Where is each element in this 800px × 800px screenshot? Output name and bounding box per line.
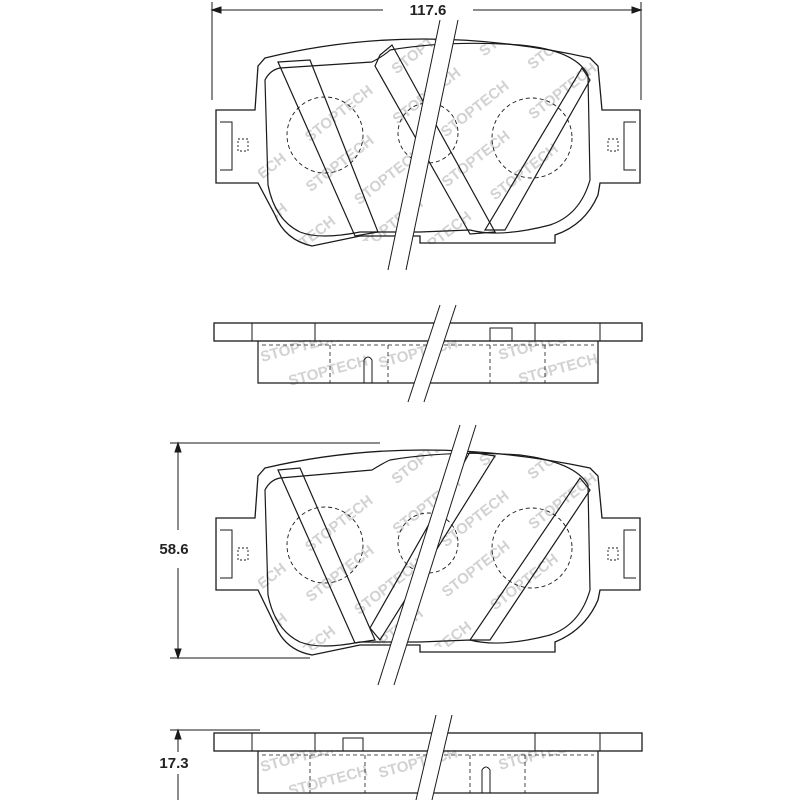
- break-line: [377, 424, 477, 686]
- width-dimension: [210, 2, 643, 100]
- friction-material-outline: [264, 42, 591, 237]
- watermark-text: STOPTECH: [265, 673, 340, 737]
- tab-notch: [607, 547, 619, 561]
- tab-notch: [237, 138, 249, 152]
- height-dimension: [170, 441, 380, 660]
- backing-plate-outline: [215, 449, 641, 656]
- pad-back-view: STOPTECH STOPTECH STOPTECH STOPTECH STOP…: [215, 424, 641, 750]
- chamfer-slot: [483, 66, 591, 231]
- watermark-text: STOPTECH: [259, 738, 342, 775]
- height-label: 58.6: [159, 541, 188, 558]
- watermark-text: STOPTECH: [377, 744, 460, 781]
- tab-notch: [237, 547, 249, 561]
- watermark-text: STOPTECH: [265, 263, 340, 327]
- watermark-text: STOPTECH: [287, 762, 370, 799]
- watermark-text: STOPTECH: [264, 623, 339, 687]
- friction-material-outline: [264, 452, 591, 647]
- watermark-text: STOPTECH: [216, 200, 291, 264]
- thickness-dimension: [170, 728, 260, 800]
- wear-indicator-slot: [481, 766, 491, 793]
- watermark-text: STOPTECH: [287, 352, 370, 389]
- watermark-text: STOPTECH: [314, 276, 389, 340]
- chamfer-slot: [468, 477, 591, 641]
- chamfer-slot: [374, 44, 496, 235]
- piston-outline: [286, 506, 364, 584]
- chamfer-slot: [277, 59, 379, 237]
- piston-outline: [491, 97, 573, 179]
- backing-plate-outline: [215, 38, 641, 247]
- pad-side-view-1: STOPTECH STOPTECH STOPTECH STOPTECH STOP…: [213, 304, 643, 403]
- watermark-text: STOPTECH: [377, 334, 460, 371]
- pad-side-view-2: STOPTECH STOPTECH STOPTECH STOPTECH: [213, 714, 643, 800]
- break-line: [407, 304, 457, 403]
- watermark-text: STOPTECH: [259, 328, 342, 365]
- width-label: 117.6: [410, 2, 447, 19]
- piston-outline: [286, 96, 364, 174]
- watermark-text: STOPTECH: [475, 0, 550, 10]
- break-line: [415, 714, 453, 800]
- watermark-back: STOPTECH STOPTECH STOPTECH STOPTECH STOP…: [216, 450, 598, 750]
- pad-front-view: STOPTECH STOPTECH STOPTECH STOPTECH STOP…: [215, 0, 641, 340]
- tab-notch: [607, 138, 619, 152]
- backing-plate-side: [213, 322, 643, 342]
- chamfer-slot: [369, 451, 496, 642]
- watermark-text: STOPTECH: [216, 610, 291, 674]
- watermark-text: STOPTECH: [264, 213, 339, 277]
- wear-indicator-slot: [363, 356, 373, 383]
- piston-outline: [397, 512, 459, 574]
- piston-outline: [491, 507, 573, 589]
- thickness-label: 17.3: [159, 755, 188, 772]
- break-line: [387, 19, 459, 271]
- watermark-text: STOPTECH: [314, 686, 389, 750]
- chamfer-slot: [277, 467, 376, 644]
